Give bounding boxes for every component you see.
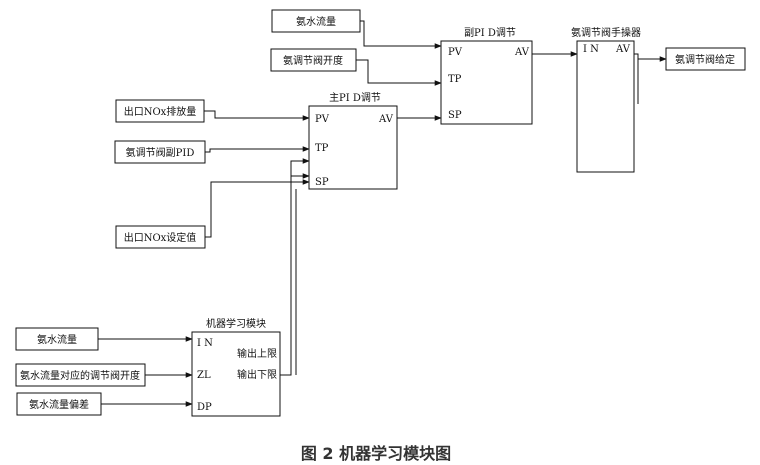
ml-module-block: 机器学习模块 I N ZL DP 输出上限 输出下限 [191,317,281,417]
svg-text:氨调节阀给定: 氨调节阀给定 [675,53,735,66]
input-ammonia-flow-bottom: 氨水流量 [15,327,99,351]
svg-text:氨调节阀开度: 氨调节阀开度 [283,54,343,67]
svg-text:出口NOx排放量: 出口NOx排放量 [124,105,197,118]
main-pid-block: 主PI D调节 PV TP SP AV [308,92,398,190]
input-valve-opening: 氨调节阀开度 [270,48,357,72]
input-ammonia-flow-top: 氨水流量 [271,9,361,33]
manual-operator-title: 氨调节阀手操器 [571,26,641,39]
svg-text:氨水流量: 氨水流量 [37,333,77,346]
svg-text:输出下限: 输出下限 [237,368,277,381]
connectors [98,20,667,407]
svg-text:I N: I N [197,338,213,349]
svg-text:出口NOx设定值: 出口NOx设定值 [124,231,197,244]
svg-text:SP: SP [315,177,329,188]
svg-text:输出上限: 输出上限 [237,347,277,360]
svg-text:ZL: ZL [197,370,211,381]
sub-pid-title: 副PI D调节 [464,27,516,39]
input-outlet-nox-emission: 出口NOx排放量 [115,99,205,123]
svg-text:TP: TP [448,74,462,85]
ml-module-title: 机器学习模块 [206,317,266,330]
input-valve-sub-pid: 氨调节阀副PID [114,140,206,164]
svg-text:DP: DP [197,402,212,413]
svg-text:TP: TP [315,143,329,154]
output-valve-setpoint: 氨调节阀给定 [665,47,746,71]
svg-text:AV: AV [514,47,530,58]
svg-text:PV: PV [448,47,463,58]
svg-text:SP: SP [448,110,462,121]
input-flow-valve-opening: 氨水流量对应的调节阀开度 [15,363,146,387]
input-outlet-nox-setpoint: 出口NOx设定值 [115,225,206,249]
input-flow-deviation: 氨水流量偏差 [16,392,102,416]
figure-caption: 图 2 机器学习模块图 [301,444,451,463]
svg-text:AV: AV [378,114,394,125]
manual-operator-block: 氨调节阀手操器 I N AV [571,26,641,173]
svg-text:氨调节阀副PID: 氨调节阀副PID [126,146,195,159]
main-pid-title: 主PI D调节 [329,92,381,104]
sub-pid-block: 副PI D调节 PV TP SP AV [440,27,533,125]
svg-text:AV: AV [615,44,631,55]
svg-text:PV: PV [315,114,330,125]
svg-text:氨水流量: 氨水流量 [296,15,336,28]
svg-text:I N: I N [583,44,599,55]
svg-text:氨水流量对应的调节阀开度: 氨水流量对应的调节阀开度 [20,369,140,382]
svg-text:氨水流量偏差: 氨水流量偏差 [29,398,89,411]
